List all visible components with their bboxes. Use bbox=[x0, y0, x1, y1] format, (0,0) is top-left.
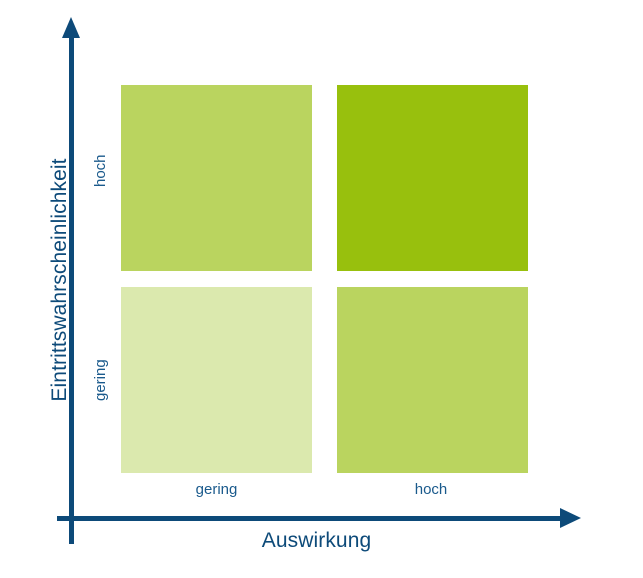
matrix-cell-gering-gering[interactable] bbox=[121, 287, 312, 473]
y-axis-arrow-up-icon bbox=[62, 17, 80, 38]
matrix-cell-gering-hoch[interactable] bbox=[337, 287, 528, 473]
y-axis-title: Eintrittswahrscheinlichkeit bbox=[48, 158, 71, 402]
x-tick-label-gering: gering bbox=[195, 481, 238, 498]
y-tick-label-hoch: hoch bbox=[92, 154, 109, 187]
x-tick-label-hoch: hoch bbox=[414, 481, 448, 498]
x-axis-title: Auswirkung bbox=[261, 529, 372, 552]
x-axis-arrow-right-icon bbox=[560, 508, 581, 528]
matrix-grid bbox=[121, 85, 528, 473]
y-tick-label-gering: gering bbox=[92, 359, 109, 401]
y-axis-line bbox=[69, 36, 74, 544]
x-axis-line bbox=[57, 516, 563, 521]
matrix-cell-hoch-hoch[interactable] bbox=[337, 85, 528, 271]
matrix-cell-hoch-gering[interactable] bbox=[121, 85, 312, 271]
